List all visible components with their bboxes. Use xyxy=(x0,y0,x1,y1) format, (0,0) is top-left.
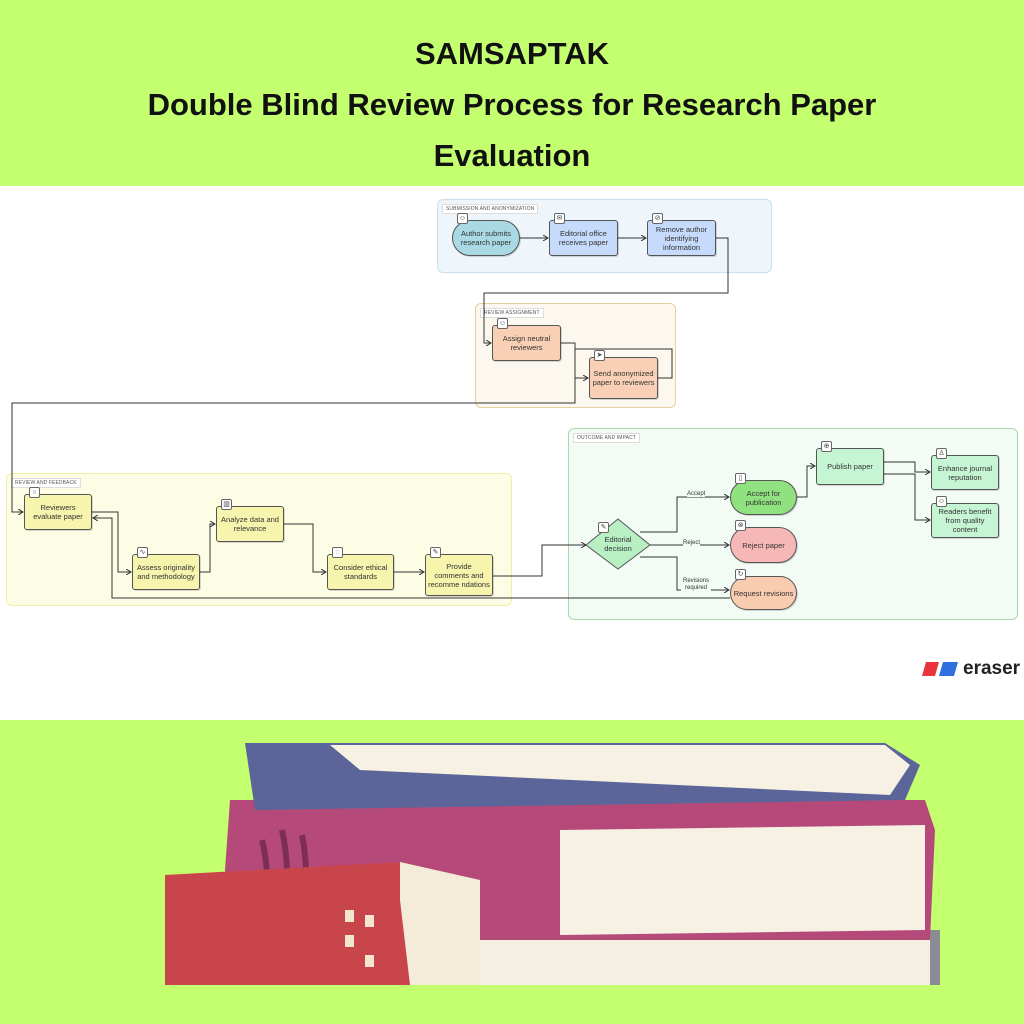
node-analyze[interactable]: ▥ Analyze data and relevance xyxy=(216,499,284,542)
node-provide-comments[interactable]: ✎ Provide comments and recomme ndations xyxy=(425,547,493,596)
refresh-icon: ↻ xyxy=(735,569,746,580)
edit-icon: ✎ xyxy=(598,522,609,533)
node-label: Provide comments and recomme ndations xyxy=(428,561,490,589)
inbox-icon: ✉ xyxy=(554,213,565,224)
node-label: Editorial decision xyxy=(604,535,632,553)
title-line-3: Evaluation xyxy=(433,138,591,173)
node-ethical[interactable]: ◌ Consider ethical standards xyxy=(327,547,394,590)
node-label: Analyze data and relevance xyxy=(221,515,279,533)
node-readers[interactable]: ☺Readers benefit from quality content xyxy=(931,496,999,538)
node-reviewers-evaluate[interactable]: ○ Reviewers evaluate paper xyxy=(24,487,92,530)
group-label: REVIEW AND FEEDBACK xyxy=(11,478,81,488)
node-label: Enhance journal reputation xyxy=(937,463,993,482)
search-icon: ○ xyxy=(29,487,40,498)
node-editorial-decision[interactable]: ✎ Editorial decision xyxy=(596,522,640,553)
blue-book-pages xyxy=(330,745,910,795)
activity-icon: ∿ xyxy=(137,547,148,558)
node-label: Reject paper xyxy=(742,540,785,550)
edge-label-reject: Reject xyxy=(683,540,701,546)
book-open-icon: ▯ xyxy=(735,473,746,484)
node-editorial-office[interactable]: ✉ Editorial office receives paper xyxy=(549,213,618,256)
eraser-logo-icon xyxy=(922,662,958,676)
bar-chart-icon: ▥ xyxy=(221,499,232,510)
globe-icon: ⊕ xyxy=(821,441,832,452)
user-icon: ☺ xyxy=(457,213,468,224)
node-label: Reviewers evaluate paper xyxy=(33,503,83,521)
eraser-logo: eraser xyxy=(922,658,1020,680)
eye-off-icon: ⊘ xyxy=(652,213,663,224)
node-label: Request revisions xyxy=(733,588,794,598)
user-check-icon: ☺ xyxy=(497,318,508,329)
shield-icon: ◌ xyxy=(332,547,343,558)
group-label: SUBMISSION AND ANONYMIZATION xyxy=(442,204,539,214)
node-author-submits[interactable]: ☺ Author submits research paper xyxy=(452,213,520,256)
header-band xyxy=(0,0,1024,186)
group-label: OUTCOME AND IMPACT xyxy=(573,433,640,443)
node-request-revisions[interactable]: ↻ Request revisions xyxy=(730,569,797,610)
node-label: Consider ethical standards xyxy=(333,563,388,581)
node-label: Editorial office receives paper xyxy=(558,229,609,247)
node-label: Readers benefit from quality content xyxy=(938,507,992,534)
title-line-2: Double Blind Review Process for Research… xyxy=(147,87,877,122)
page-title: SAMSAPTAK Double Blind Review Process fo… xyxy=(0,28,1024,181)
x-circle-icon: ⊗ xyxy=(735,520,746,531)
edit-icon: ✎ xyxy=(430,547,441,558)
group-label: REVIEW ASSIGNMENT xyxy=(480,308,544,318)
users-icon: ☺ xyxy=(936,496,947,507)
node-label: Assign neutral reviewers xyxy=(502,334,551,352)
eraser-logo-text: eraser xyxy=(963,658,1021,679)
connectors xyxy=(11,0,1024,599)
node-label: Accept for publication xyxy=(745,488,782,507)
node-label: Remove author identifying information xyxy=(655,224,708,252)
edge-label-accept: Accept xyxy=(687,491,706,497)
bottom-book-pages xyxy=(480,935,930,985)
red-book-pages xyxy=(400,862,480,985)
node-send-paper[interactable]: ➤ Send anonymized paper to reviewers xyxy=(589,350,658,399)
send-icon: ➤ xyxy=(594,350,605,361)
award-icon: ♙ xyxy=(936,448,947,459)
pink-book-pages xyxy=(560,825,925,935)
node-assign-reviewers[interactable]: ☺ Assign neutral reviewers xyxy=(492,318,561,361)
node-accept[interactable]: ▯ Accept for publication xyxy=(730,473,797,515)
node-assess[interactable]: ∿ Assess originality and methodology xyxy=(132,547,200,590)
node-label: Publish paper xyxy=(827,462,873,471)
title-line-1: SAMSAPTAK xyxy=(414,36,610,71)
node-remove-author[interactable]: ⊘Remove author identifying information xyxy=(647,213,716,256)
node-label: Assess originality and methodology xyxy=(137,563,195,581)
node-enhance[interactable]: ♙ Enhance journal reputation xyxy=(931,448,999,490)
node-label: Author submits research paper xyxy=(460,229,512,247)
node-reject[interactable]: ⊗ Reject paper xyxy=(730,520,797,563)
node-publish[interactable]: ⊕ Publish paper xyxy=(816,441,884,485)
node-label: Send anonymized paper to reviewers xyxy=(592,369,655,387)
edge-label-revisions: Revisions required xyxy=(681,578,711,592)
